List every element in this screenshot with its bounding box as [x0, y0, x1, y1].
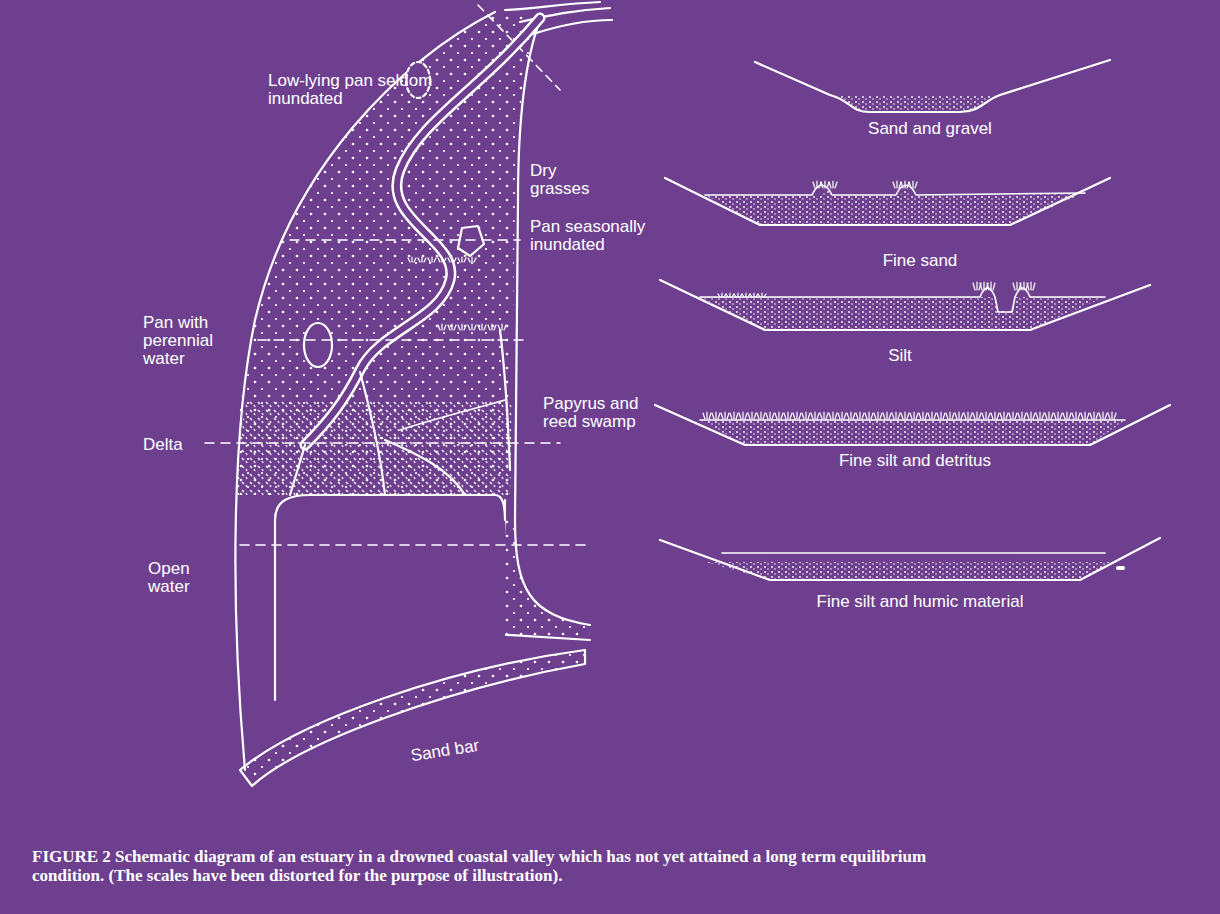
zone-label: Dry grasses — [530, 162, 620, 198]
section-label: Sand and gravel — [830, 120, 1030, 138]
zone-label: Open water — [148, 560, 228, 596]
zone-label: Low-lying pan seldom inundated — [268, 72, 453, 108]
zone-label: Pan seasonally inundated — [530, 218, 690, 254]
section-label: Fine silt and humic material — [720, 593, 1120, 611]
section-label: Fine sand — [810, 252, 1030, 270]
section-label: Silt — [800, 347, 1000, 365]
section-label: Fine silt and detritus — [770, 452, 1060, 470]
zone-label: Pan with perennial water — [143, 314, 255, 368]
zone-label: Papyrus and reed swamp — [543, 395, 658, 431]
zone-label: Delta — [143, 436, 203, 454]
zone-label: Sand bar — [394, 734, 496, 767]
figure-caption: FIGURE 2 Schematic diagram of an estuary… — [32, 848, 932, 885]
